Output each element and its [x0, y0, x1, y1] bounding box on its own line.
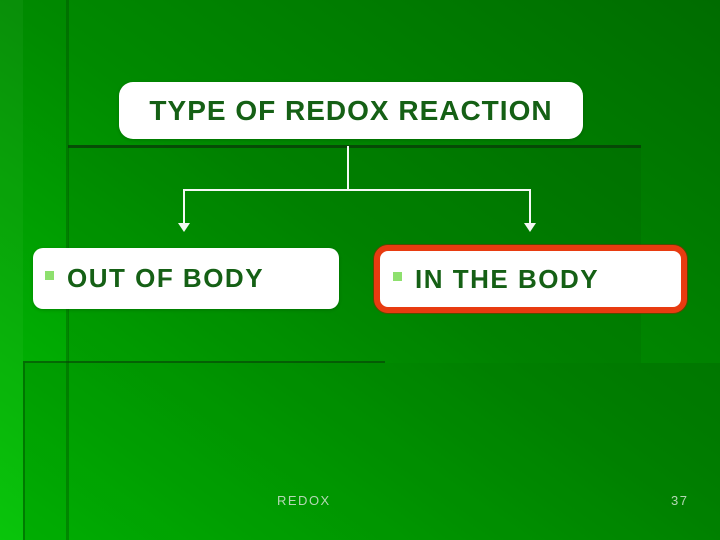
node-out-of-body: OUT OF BODY — [33, 248, 339, 309]
arrow-down-icon — [524, 223, 536, 232]
connector-drop-left — [183, 189, 185, 225]
node-label: OUT OF BODY — [67, 263, 265, 293]
page-number: 37 — [671, 493, 689, 508]
background-left-strip — [0, 0, 23, 540]
background-vertical-line-left — [23, 363, 25, 540]
square-bullet-icon — [45, 271, 54, 280]
background-horizontal-line — [23, 361, 385, 363]
node-label: IN THE BODY — [415, 263, 600, 294]
footer-text: REDOX — [277, 493, 331, 508]
title-box: TYPE OF REDOX REACTION — [119, 82, 583, 139]
node-in-the-body-highlighted: IN THE BODY — [374, 245, 687, 313]
arrow-down-icon — [178, 223, 190, 232]
connector-drop-right — [529, 189, 531, 225]
slide-title: TYPE OF REDOX REACTION — [149, 94, 553, 126]
square-bullet-icon — [393, 271, 402, 281]
connector-stem — [347, 146, 349, 190]
background-panel-lower — [23, 363, 720, 540]
connector-crossbar — [183, 189, 531, 191]
